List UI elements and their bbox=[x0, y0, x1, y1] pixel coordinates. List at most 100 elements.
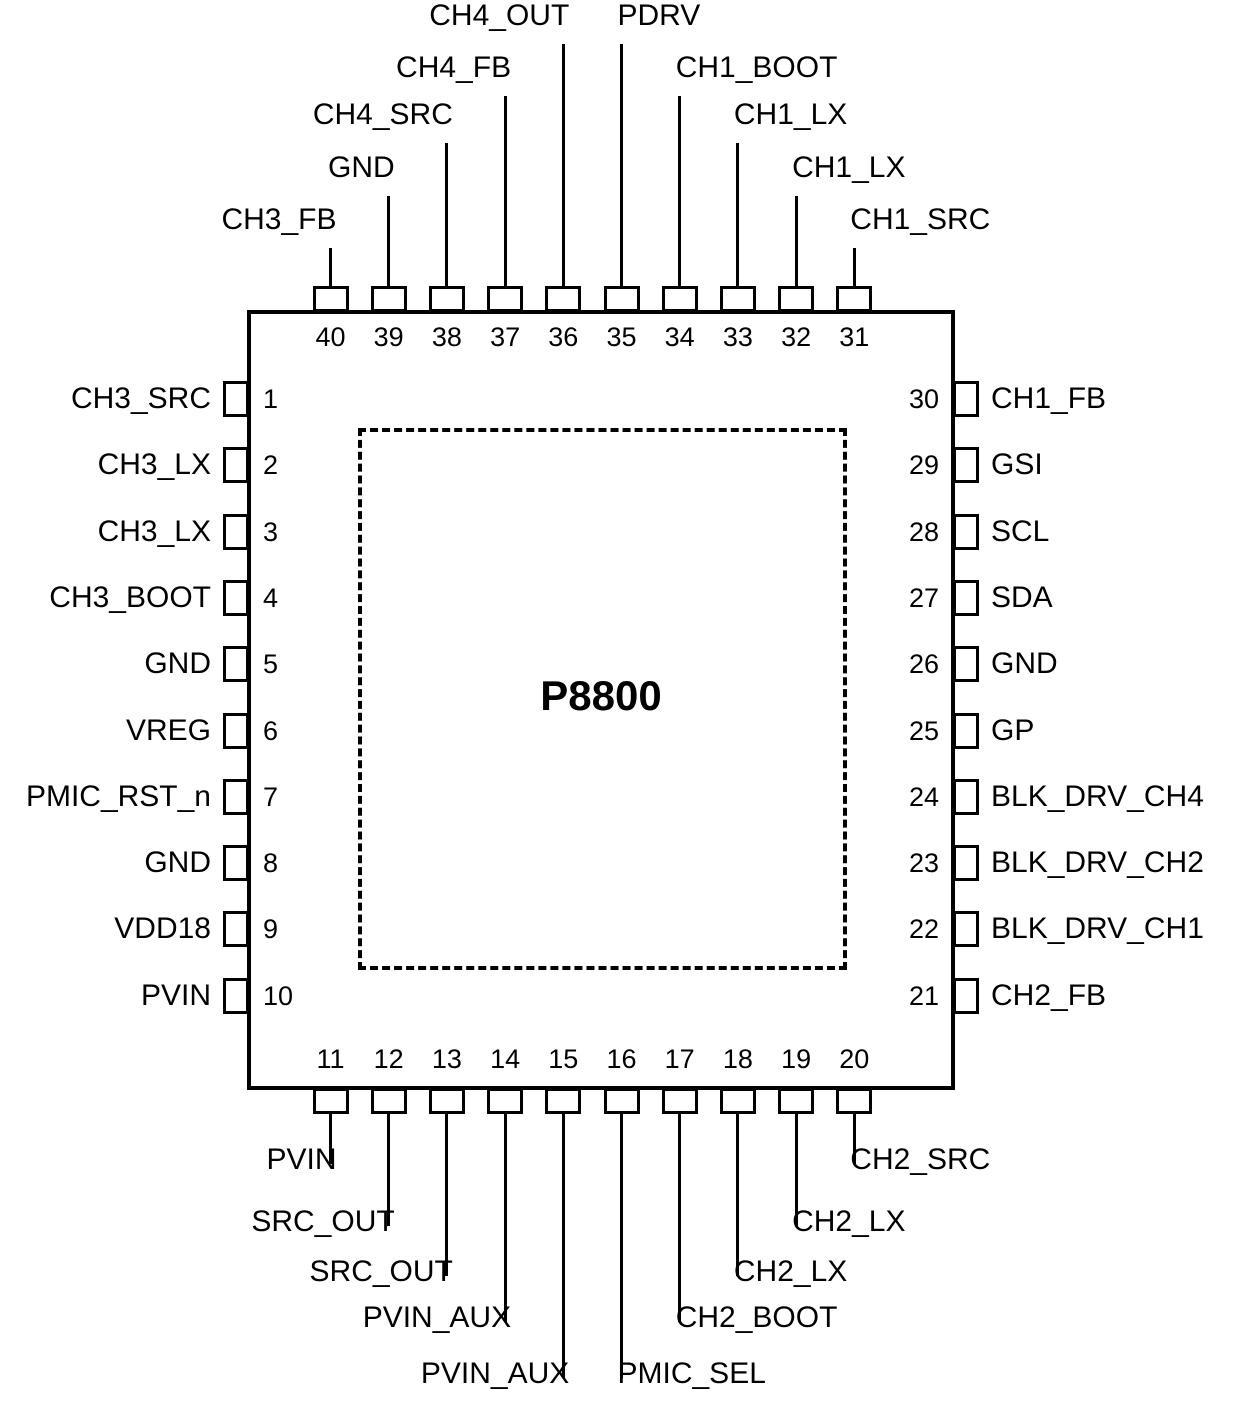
pin-number-9: 9 bbox=[263, 914, 279, 945]
pin-pad-right-30 bbox=[953, 381, 979, 417]
pin-pad-top-37 bbox=[487, 286, 524, 312]
pin-label-37: CH4_FB bbox=[396, 51, 512, 84]
pin-leader-14 bbox=[503, 1114, 507, 1322]
pin-pad-top-34 bbox=[661, 286, 698, 312]
pin-pad-top-32 bbox=[778, 286, 815, 312]
pin-number-12: 12 bbox=[373, 1044, 404, 1074]
pin-number-10: 10 bbox=[263, 980, 294, 1011]
pin-pad-bottom-11 bbox=[312, 1088, 349, 1114]
chip-body-outline bbox=[247, 310, 955, 1090]
pin-number-15: 15 bbox=[548, 1044, 579, 1074]
pin-number-11: 11 bbox=[316, 1044, 345, 1074]
pin-number-35: 35 bbox=[606, 322, 637, 352]
pin-label-23: BLK_DRV_CH2 bbox=[991, 846, 1204, 880]
pin-number-39: 39 bbox=[373, 322, 404, 352]
pin-label-3: CH3_LX bbox=[97, 514, 211, 548]
pin-label-21: CH2_FB bbox=[991, 978, 1107, 1012]
pin-leader-35 bbox=[620, 44, 623, 286]
pin-label-18: CH2_LX bbox=[733, 1255, 848, 1288]
pin-label-24: BLK_DRV_CH4 bbox=[991, 779, 1204, 813]
pin-number-4: 4 bbox=[263, 582, 279, 613]
pin-pad-bottom-19 bbox=[778, 1088, 815, 1114]
pin-number-36: 36 bbox=[548, 322, 579, 352]
pin-number-14: 14 bbox=[490, 1044, 521, 1074]
pin-label-16: PMIC_SEL bbox=[617, 1357, 766, 1390]
pin-leader-37 bbox=[503, 96, 507, 286]
pin-number-37: 37 bbox=[490, 322, 521, 352]
pin-pad-top-40 bbox=[312, 286, 349, 312]
pin-label-6: VREG bbox=[125, 713, 211, 747]
pin-number-1: 1 bbox=[263, 384, 279, 414]
pin-number-21: 21 bbox=[908, 980, 939, 1011]
pin-pad-left-8 bbox=[223, 845, 249, 882]
pin-label-7: PMIC_RST_n bbox=[25, 779, 211, 813]
pin-label-28: SCL bbox=[991, 514, 1050, 548]
pin-leader-36 bbox=[561, 44, 565, 286]
pin-pad-left-3 bbox=[223, 513, 249, 550]
pin-pad-right-21 bbox=[953, 977, 979, 1014]
pin-label-32: CH1_LX bbox=[792, 151, 906, 184]
pin-pad-bottom-13 bbox=[428, 1088, 465, 1114]
pin-number-29: 29 bbox=[908, 450, 939, 481]
pin-number-26: 26 bbox=[908, 649, 939, 680]
pin-pad-right-25 bbox=[953, 712, 979, 749]
pin-leader-19 bbox=[794, 1114, 798, 1226]
pin-number-34: 34 bbox=[664, 322, 695, 352]
pin-label-8: GND bbox=[144, 846, 211, 880]
pin-number-20: 20 bbox=[839, 1044, 870, 1074]
pin-number-24: 24 bbox=[908, 781, 939, 812]
pin-leader-18 bbox=[736, 1114, 740, 1276]
pin-pad-top-33 bbox=[719, 286, 756, 312]
pin-number-22: 22 bbox=[908, 914, 939, 945]
pin-leader-17 bbox=[678, 1114, 682, 1322]
pin-number-3: 3 bbox=[263, 516, 279, 547]
pin-pad-left-4 bbox=[223, 579, 249, 616]
pin-label-19: CH2_LX bbox=[792, 1205, 906, 1238]
pin-number-30: 30 bbox=[908, 384, 939, 414]
pin-number-40: 40 bbox=[315, 322, 346, 352]
pin-leader-31 bbox=[852, 248, 856, 286]
pin-pad-bottom-20 bbox=[836, 1088, 873, 1114]
pin-number-18: 18 bbox=[722, 1044, 753, 1074]
pin-pad-top-35 bbox=[603, 286, 640, 312]
pin-number-8: 8 bbox=[263, 848, 279, 879]
pin-label-15: PVIN_AUX bbox=[420, 1357, 570, 1390]
pin-pad-top-31 bbox=[836, 286, 873, 312]
pin-pad-bottom-14 bbox=[487, 1088, 524, 1114]
pin-pad-right-26 bbox=[953, 646, 979, 683]
pin-number-31: 31 bbox=[839, 322, 870, 352]
pin-label-26: GND bbox=[991, 647, 1058, 681]
pin-label-22: BLK_DRV_CH1 bbox=[991, 912, 1204, 946]
pin-pad-bottom-15 bbox=[545, 1088, 582, 1114]
pin-number-19: 19 bbox=[781, 1044, 812, 1074]
pin-label-1: CH3_SRC bbox=[70, 382, 211, 415]
pin-pad-right-29 bbox=[953, 447, 979, 484]
pin-pad-left-9 bbox=[223, 911, 249, 948]
pin-leader-15 bbox=[561, 1114, 565, 1378]
pin-pad-left-7 bbox=[223, 778, 249, 815]
pin-leader-38 bbox=[445, 143, 449, 286]
pin-label-31: CH1_SRC bbox=[850, 203, 991, 236]
pin-label-11: PVIN bbox=[266, 1143, 337, 1176]
pin-leader-32 bbox=[794, 196, 798, 286]
pin-label-39: GND bbox=[328, 151, 395, 184]
pin-pad-bottom-18 bbox=[719, 1088, 756, 1114]
pin-pad-left-10 bbox=[223, 977, 249, 1014]
pin-leader-34 bbox=[678, 96, 682, 286]
pin-pad-bottom-17 bbox=[661, 1088, 698, 1114]
pin-pad-top-38 bbox=[428, 286, 465, 312]
pin-number-6: 6 bbox=[263, 715, 279, 746]
pin-label-27: SDA bbox=[991, 580, 1053, 614]
pin-label-30: CH1_FB bbox=[991, 382, 1107, 415]
pin-leader-40 bbox=[329, 248, 332, 286]
pin-leader-16 bbox=[620, 1114, 623, 1378]
pin-pad-top-36 bbox=[545, 286, 582, 312]
pin-leader-20 bbox=[852, 1114, 856, 1164]
pin-number-13: 13 bbox=[431, 1044, 462, 1074]
pin-number-23: 23 bbox=[908, 848, 939, 879]
pin-label-2: CH3_LX bbox=[97, 448, 211, 482]
pin-label-12: SRC_OUT bbox=[251, 1205, 395, 1238]
pin-pad-top-39 bbox=[370, 286, 407, 312]
pin-pad-right-28 bbox=[953, 513, 979, 550]
